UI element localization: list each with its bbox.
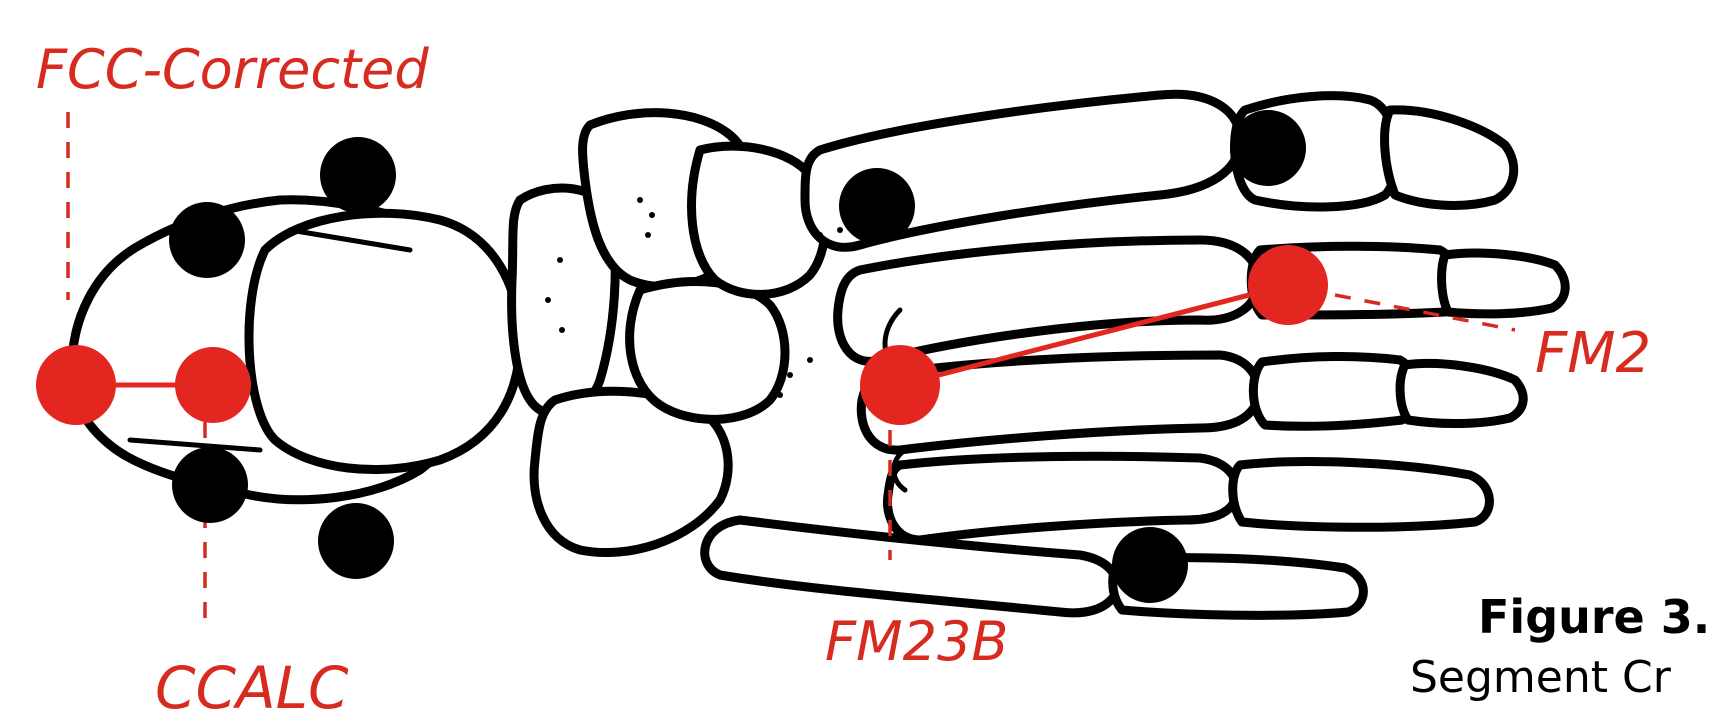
intermediate-cuneiform-bone xyxy=(630,282,785,420)
metatarsal-2-bone xyxy=(838,240,1259,361)
fm23b-marker xyxy=(860,345,940,425)
foot-bones xyxy=(72,94,1565,615)
fm23b-label: FM23B xyxy=(825,610,1008,673)
fm2-marker xyxy=(1248,245,1328,325)
black-marker xyxy=(169,202,245,278)
toe-2-distal-phalanx xyxy=(1442,253,1566,314)
fcc-corrected-label: FCC-Corrected xyxy=(36,38,429,101)
black-marker xyxy=(839,168,915,244)
ccalc-marker xyxy=(175,347,251,423)
metatarsal-4-bone xyxy=(887,456,1236,540)
black-marker xyxy=(320,137,396,213)
fcc-marker xyxy=(36,345,116,425)
fm2-label: FM2 xyxy=(1535,321,1651,386)
black-marker xyxy=(1230,110,1306,186)
toe-3-distal-phalanx xyxy=(1400,363,1523,423)
ccalc-label: CCALC xyxy=(155,654,349,714)
black-marker xyxy=(1112,527,1188,603)
black-marker xyxy=(172,447,248,523)
talus-bone xyxy=(249,213,520,469)
toe-4-phalanges xyxy=(1233,462,1490,528)
toe-3-proximal-phalanx xyxy=(1253,356,1415,426)
hallux-distal-phalanx xyxy=(1385,110,1514,206)
figure-caption-title: Figure 3. xyxy=(1478,590,1710,644)
black-marker xyxy=(318,503,394,579)
figure-caption-subtitle: Segment Cr xyxy=(1410,652,1671,703)
